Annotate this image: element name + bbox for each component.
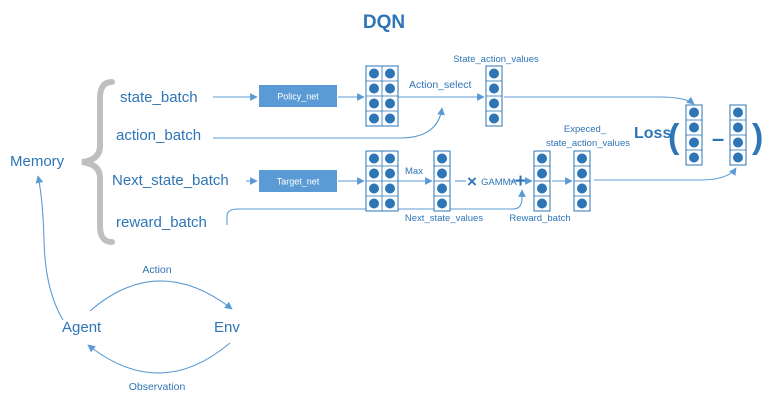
loss-label: Loss xyxy=(634,125,671,142)
matrix-dot xyxy=(537,153,547,164)
matrix-dot xyxy=(689,137,699,148)
matrix-dot xyxy=(689,122,699,133)
matrix-dot xyxy=(369,83,379,94)
loss-right-matrix xyxy=(729,104,747,166)
state-action-to-loss-arrow xyxy=(504,96,695,105)
reward-batch-label: Reward_batch xyxy=(509,213,570,224)
loss-minus: – xyxy=(712,126,724,151)
matrix-dot xyxy=(489,83,499,94)
matrix-dot xyxy=(733,107,743,118)
matrix-dot xyxy=(437,183,447,194)
matrix-dot xyxy=(537,198,547,209)
matrix-dot xyxy=(437,153,447,164)
loss-paren-left: ( xyxy=(668,118,680,156)
target-net-label: Target_net xyxy=(277,177,320,187)
memory-brace xyxy=(81,79,115,245)
expected-label-line2: state_action_values xyxy=(546,138,630,149)
matrix-dot xyxy=(437,198,447,209)
matrix-dot xyxy=(385,183,395,194)
matrix-dot xyxy=(369,183,379,194)
next-state-values-label: Next_state_values xyxy=(405,213,483,224)
multiply-operator: × xyxy=(467,172,477,191)
target-net-box xyxy=(259,170,337,192)
observation-arc xyxy=(87,342,231,374)
matrix-dot xyxy=(537,183,547,194)
target-output-matrix xyxy=(365,150,399,212)
matrix-dot xyxy=(385,153,395,164)
matrix-dot xyxy=(689,107,699,118)
matrix-dot xyxy=(385,83,395,94)
matrix-group xyxy=(365,65,747,212)
agent-label: Agent xyxy=(62,319,102,336)
matrix-dot xyxy=(577,153,587,164)
matrix-dot xyxy=(369,98,379,109)
matrix-dot xyxy=(733,122,743,133)
memory-item-state-batch: state_batch xyxy=(120,89,198,106)
matrix-dot xyxy=(489,98,499,109)
action-batch-connector xyxy=(213,107,445,139)
matrix-dot xyxy=(489,113,499,124)
agent-to-memory-arrow xyxy=(35,175,64,321)
gamma-label: GAMMA xyxy=(481,177,518,188)
action-arc xyxy=(89,280,233,312)
diagram-title: DQN xyxy=(363,12,405,33)
env-label: Env xyxy=(214,319,240,336)
matrix-dot xyxy=(369,168,379,179)
matrix-dot xyxy=(385,68,395,79)
matrix-dot xyxy=(369,153,379,164)
policy-net-box xyxy=(259,85,337,107)
expected-to-loss-arrow xyxy=(594,167,737,181)
expected-label-line1: Expeced_ xyxy=(564,124,607,135)
matrix-dot xyxy=(489,68,499,79)
expected-values-matrix xyxy=(573,150,591,212)
matrix-dot xyxy=(385,198,395,209)
state-action-values-matrix xyxy=(485,65,503,127)
memory-item-next-state-batch: Next_state_batch xyxy=(112,172,229,189)
action-label: Action xyxy=(142,264,171,276)
observation-label: Observation xyxy=(129,381,186,393)
matrix-dot xyxy=(689,152,699,163)
policy-net-label: Policy_net xyxy=(277,92,319,102)
memory-item-reward-batch: reward_batch xyxy=(116,214,207,231)
next-state-values-matrix xyxy=(433,150,451,212)
matrix-dot xyxy=(577,168,587,179)
matrix-dot xyxy=(537,168,547,179)
memory-label: Memory xyxy=(10,153,65,170)
matrix-dot xyxy=(385,168,395,179)
matrix-dot xyxy=(733,137,743,148)
memory-item-action-batch: action_batch xyxy=(116,127,201,144)
state-action-values-label: State_action_values xyxy=(453,54,539,65)
reward-batch-matrix xyxy=(533,150,551,212)
matrix-dot xyxy=(369,68,379,79)
matrix-dot xyxy=(369,198,379,209)
matrix-dot xyxy=(369,113,379,124)
action-select-label: Action_select xyxy=(409,79,472,91)
matrix-dot xyxy=(385,113,395,124)
plus-operator: + xyxy=(515,171,526,192)
max-label: Max xyxy=(405,166,423,177)
matrix-dot xyxy=(437,168,447,179)
matrix-dot xyxy=(385,98,395,109)
loss-paren-right: ) xyxy=(752,118,763,156)
policy-output-matrix xyxy=(365,65,399,127)
matrix-dot xyxy=(733,152,743,163)
loss-left-matrix xyxy=(685,104,703,166)
matrix-dot xyxy=(577,183,587,194)
matrix-dot xyxy=(577,198,587,209)
